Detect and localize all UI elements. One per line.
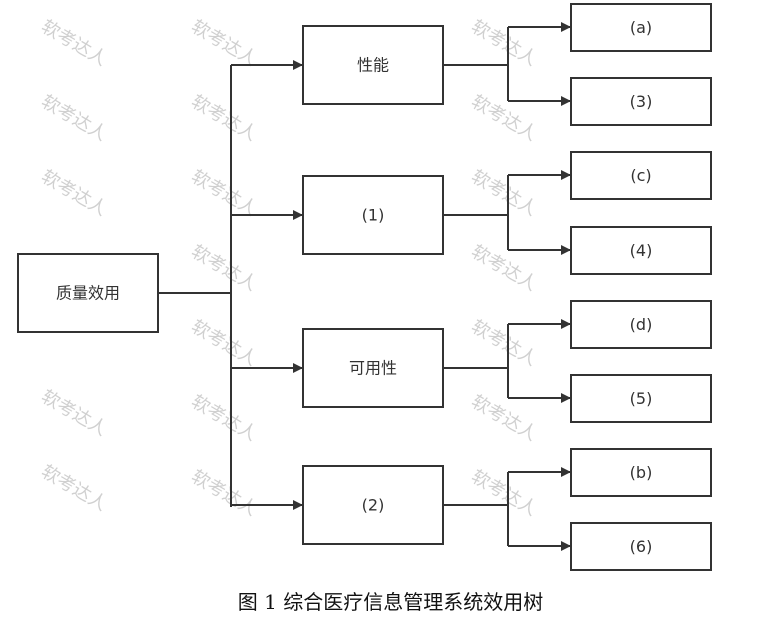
watermark-text: 软考达人 xyxy=(468,391,541,445)
leaf-node: (3) xyxy=(570,77,712,126)
watermark-text: 软考达人 xyxy=(188,166,261,220)
watermark-text: 软考达人 xyxy=(188,16,261,70)
leaf-node-rect xyxy=(570,448,712,497)
watermark-text: 软考达人 xyxy=(188,391,261,445)
leaf-node: (b) xyxy=(570,448,712,497)
leaf-node: (a) xyxy=(570,3,712,52)
leaf-node-label: (5) xyxy=(630,389,653,408)
leaf-node-label: (6) xyxy=(630,537,653,556)
watermark-text: 软考达人 xyxy=(188,466,261,520)
leaf-node-rect xyxy=(570,77,712,126)
watermark-text: 软考达人 xyxy=(188,316,261,370)
leaf-node: (5) xyxy=(570,374,712,423)
watermark-text: 软考达人 xyxy=(188,91,261,145)
watermark-text: 软考达人 xyxy=(38,166,111,220)
leaf-node-rect xyxy=(570,522,712,571)
watermark-text: 软考达人 xyxy=(38,461,111,515)
watermark-text: 软考达人 xyxy=(38,16,111,70)
category-node-label: (1) xyxy=(362,206,385,225)
category-node-rect xyxy=(302,328,444,408)
leaf-node: (d) xyxy=(570,300,712,349)
leaf-node-label: (c) xyxy=(630,166,651,185)
watermark-text: 软考达人 xyxy=(468,91,541,145)
root-node-label: 质量效用 xyxy=(56,284,120,303)
category-node: (1) xyxy=(302,175,444,255)
watermark-text: 软考达人 xyxy=(38,91,111,145)
category-node-rect xyxy=(302,25,444,105)
leaf-node-rect xyxy=(570,3,712,52)
category-node-label: (2) xyxy=(362,496,385,515)
root-node: 质量效用 xyxy=(17,253,159,333)
watermark-text: 软考达人 xyxy=(188,241,261,295)
leaf-node-label: (d) xyxy=(630,315,653,334)
leaf-node-label: (3) xyxy=(630,92,653,111)
category-node-label: 性能 xyxy=(357,56,389,75)
leaf-node-rect xyxy=(570,151,712,200)
leaf-node: (4) xyxy=(570,226,712,275)
leaf-node: (c) xyxy=(570,151,712,200)
watermark-text: 软考达人 xyxy=(468,466,541,520)
category-node: 可用性 xyxy=(302,328,444,408)
leaf-node-label: (a) xyxy=(630,18,652,37)
watermark-text: 软考达人 xyxy=(38,386,111,440)
category-node: 性能 xyxy=(302,25,444,105)
category-node: (2) xyxy=(302,465,444,545)
leaf-node: (6) xyxy=(570,522,712,571)
leaf-node-rect xyxy=(570,300,712,349)
leaf-node-label: (4) xyxy=(630,241,653,260)
watermark-text: 软考达人 xyxy=(468,16,541,70)
leaf-node-label: (b) xyxy=(630,463,653,482)
leaf-node-rect xyxy=(570,374,712,423)
category-node-rect xyxy=(302,465,444,545)
figure-caption: 图 1 综合医疗信息管理系统效用树 xyxy=(237,590,544,614)
leaf-node-rect xyxy=(570,226,712,275)
category-node-label: 可用性 xyxy=(349,359,397,378)
